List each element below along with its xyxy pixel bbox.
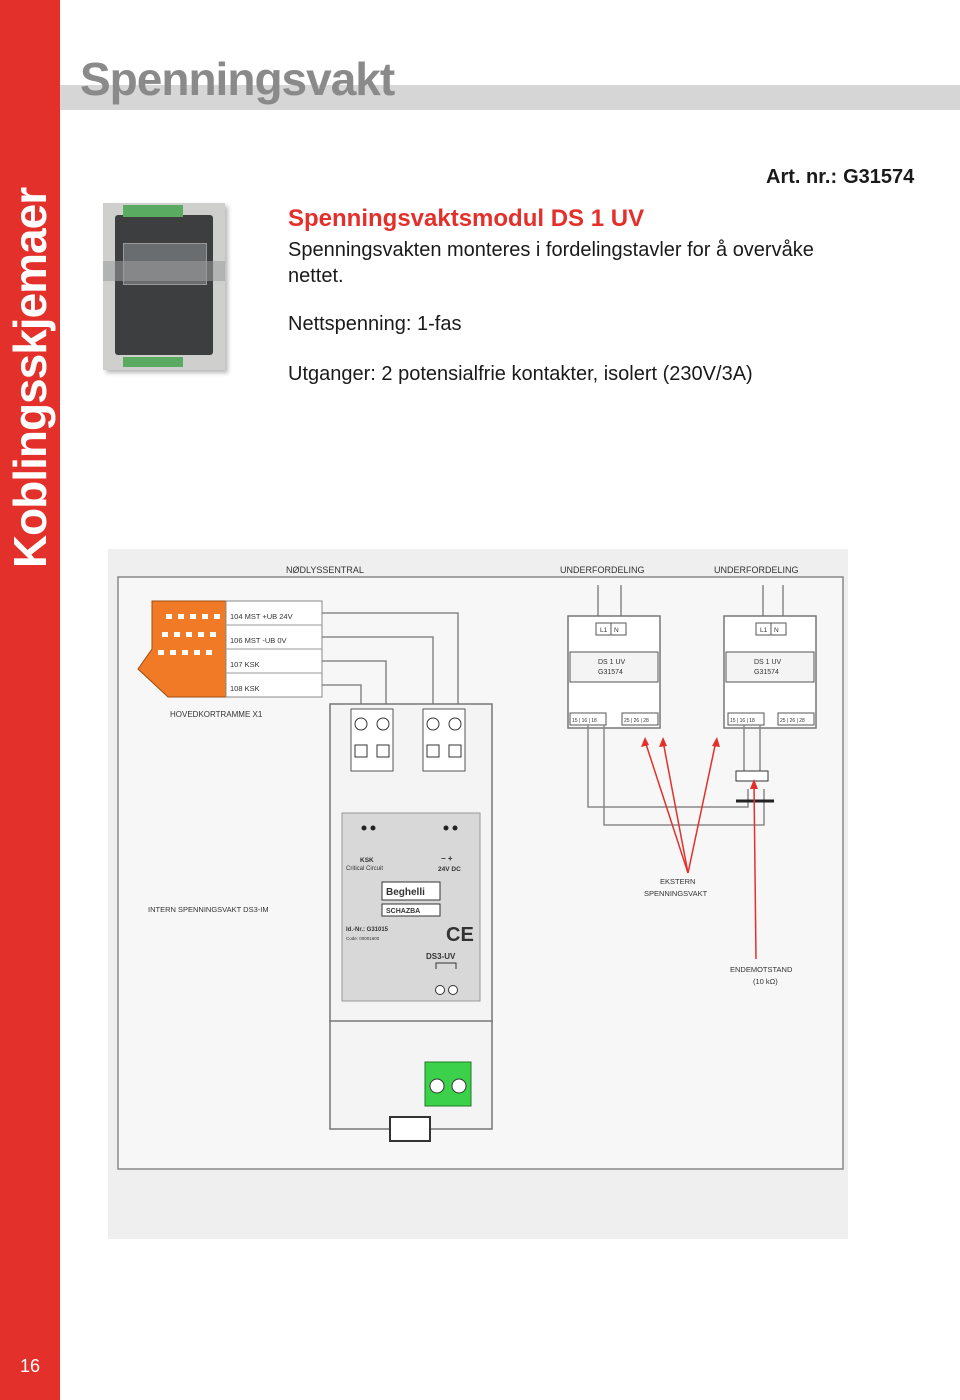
internal-top-terminals: [350, 708, 466, 772]
external-label-1: EKSTERN: [660, 877, 695, 886]
mainboard-label: HOVEDKORTRAMME X1: [170, 710, 263, 719]
sidebar: Koblingsskjemaer 16: [0, 0, 60, 1400]
brand-label: Beghelli: [386, 887, 425, 898]
loop-wires: [587, 725, 765, 826]
sub1-ds-code: G31574: [598, 669, 623, 676]
sub2-label: UNDERFORDELING: [714, 565, 799, 575]
sub2-n: N: [774, 627, 779, 634]
wiring-diagram: NØDLYSSENTRAL UNDERFORDELING UNDERFORDEL…: [108, 549, 848, 1239]
end-resistor-label-2: (10 kΩ): [753, 977, 778, 986]
terminal-bottom: [123, 357, 183, 367]
brand-box: [381, 881, 441, 901]
sub2-terminal-a: 15 | 16 | 18: [730, 718, 755, 724]
contact-symbol: [435, 962, 457, 969]
code-label: Code: 00001600: [346, 936, 380, 941]
header-bar: [60, 85, 960, 110]
module-body: [115, 215, 213, 355]
terminal-108-label: 108 KSK: [230, 684, 260, 693]
product-description: Spenningsvakten monteres i fordelingstav…: [288, 239, 814, 287]
article-number: Art. nr.:G31574: [766, 166, 920, 189]
green-connector: [424, 1061, 472, 1107]
sub1-label: UNDERFORDELING: [560, 565, 645, 575]
terminal-107-label: 107 KSK: [230, 660, 260, 669]
brand2-box: [381, 903, 441, 917]
ce-mark: CE: [446, 924, 474, 946]
outputs-spec: Utganger: 2 potensialfrie kontakter, iso…: [288, 363, 753, 385]
product-photo: [103, 203, 225, 370]
sub1-terminal-a: 15 | 16 | 18: [572, 718, 597, 724]
minus-plus-label: − +: [441, 854, 453, 863]
ds3-label: DS3-UV: [426, 952, 456, 961]
red-arrows: [644, 740, 757, 960]
sidebar-title: Koblingsskjemaer: [4, 187, 56, 569]
product-title: Spenningsvaktsmodul DS 1 UV: [288, 205, 645, 232]
article-label: Art. nr.:: [766, 166, 838, 188]
terminal-106-label: 106 MST -UB 0V: [230, 636, 287, 645]
external-label-2: SPENNINGSVAKT: [644, 889, 708, 898]
page-number: 16: [19, 1356, 41, 1376]
dc-label: 24V DC: [438, 866, 461, 873]
sub1-n: N: [614, 627, 619, 634]
red-arrowheads: [641, 737, 758, 789]
sub2-ds-name: DS 1 UV: [754, 659, 782, 666]
terminal-104-label: 104 MST +UB 24V: [230, 612, 293, 621]
sub-distribution-2: [723, 585, 817, 729]
section-title: Spenningsvakt: [80, 53, 395, 105]
mains-spec: Nettspenning: 1-fas: [288, 313, 462, 335]
contact-screw-2: [448, 985, 458, 995]
sub2-ds-code: G31574: [754, 669, 779, 676]
sub1-ds-name: DS 1 UV: [598, 659, 626, 666]
main-terminal-block: [137, 600, 323, 698]
article-value: G31574: [843, 166, 915, 188]
end-resistor: [735, 725, 774, 803]
idnr-label: Id.-Nr.: G31015: [346, 927, 389, 933]
brand2-label: SCHAZBA: [386, 908, 420, 915]
din-rail: [103, 261, 225, 281]
internal-monitor-label: INTERN SPENNINGSVAKT DS3-IM: [148, 905, 269, 914]
end-resistor-label-1: ENDEMOTSTAND: [730, 965, 793, 974]
ksk-label: KSK: [360, 857, 374, 864]
central-label: NØDLYSSENTRAL: [286, 565, 364, 575]
critical-label: Critical Circuit: [346, 866, 383, 872]
sub1-l1: L1: [600, 627, 608, 634]
contact-screw-1: [435, 985, 445, 995]
internal-terminal-dots: [361, 825, 458, 831]
sub2-l1: L1: [760, 627, 768, 634]
terminal-top: [123, 205, 183, 217]
sub1-terminal-b: 25 | 26 | 28: [624, 718, 649, 724]
sub2-terminal-b: 25 | 26 | 28: [780, 718, 805, 724]
